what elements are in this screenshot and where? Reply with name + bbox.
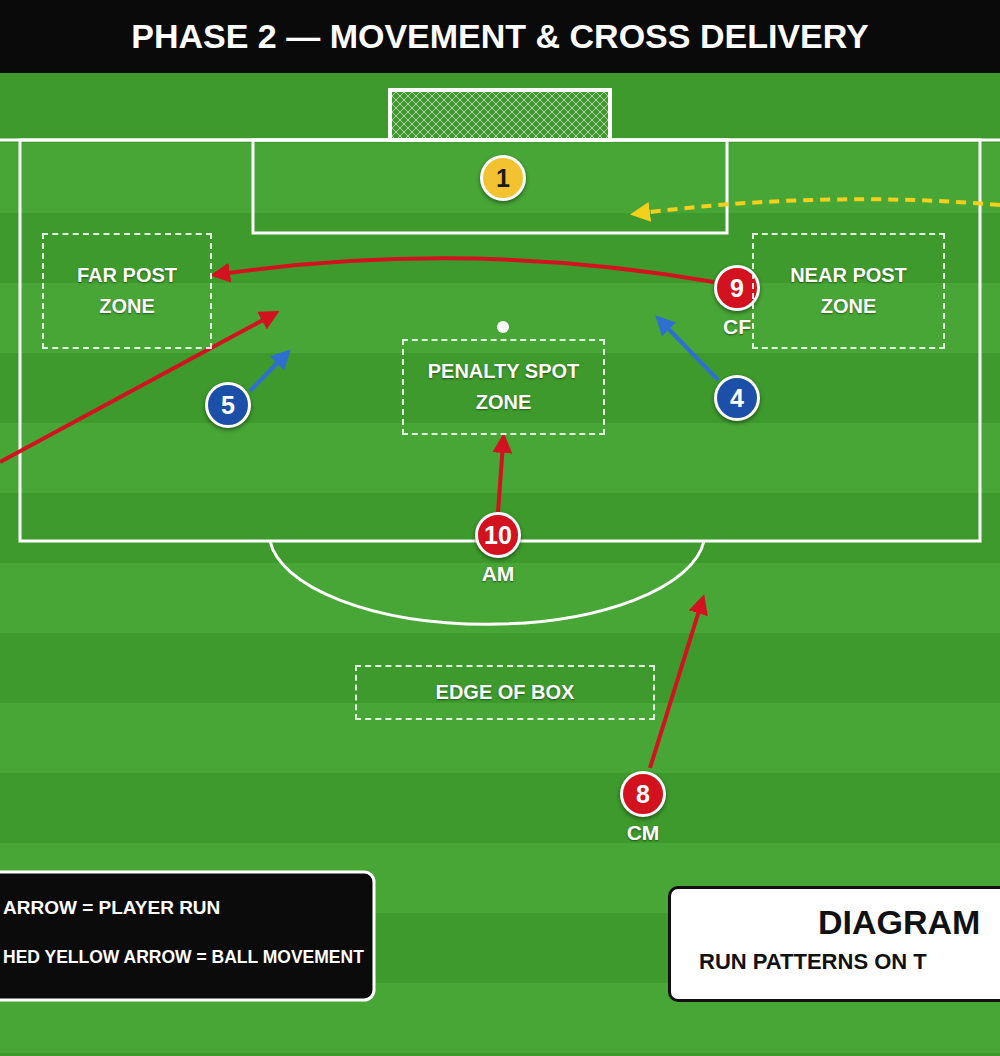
position-label: CF [723,315,751,339]
player-circle: 5 [205,382,251,428]
panel-heading: DIAGRAM [818,903,980,942]
player-number: 10 [484,523,512,548]
position-label: CM [627,821,660,845]
player-circle: 10AM [475,512,521,558]
title-panel: DIAGRAM RUN PATTERNS ON T [668,886,1000,1002]
zone-box: EDGE OF BOX [355,665,655,720]
player-circle: 8CM [620,771,666,817]
position-label: AM [482,562,515,586]
zone-label: FAR POST ZONE [64,260,190,322]
zone-label: EDGE OF BOX [436,677,575,708]
player-circle: 1 [480,155,526,201]
legend-text: HED YELLOW ARROW = BALL MOVEMENT [3,947,364,968]
legend-text: ARROW = PLAYER RUN [3,897,220,919]
title-text: PHASE 2 — MOVEMENT & CROSS DELIVERY [0,0,1000,73]
player-number: 1 [496,166,510,191]
run-arrow [498,437,504,512]
zone-label: PENALTY SPOT ZONE [424,356,583,418]
zone-label: NEAR POST ZONE [774,260,923,322]
player-number: 5 [221,393,235,418]
player-number: 9 [730,276,744,301]
player-number: 8 [636,782,650,807]
run-arrow [214,258,714,282]
title-bar: PHASE 2 — MOVEMENT & CROSS DELIVERY [0,0,1000,73]
player-circle: 4 [714,375,760,421]
player-number: 4 [730,386,744,411]
zone-box: FAR POST ZONE [42,233,212,349]
zone-box: NEAR POST ZONE [752,233,945,349]
panel-subheading: RUN PATTERNS ON T [699,949,927,975]
zone-box: PENALTY SPOT ZONE [402,339,605,435]
